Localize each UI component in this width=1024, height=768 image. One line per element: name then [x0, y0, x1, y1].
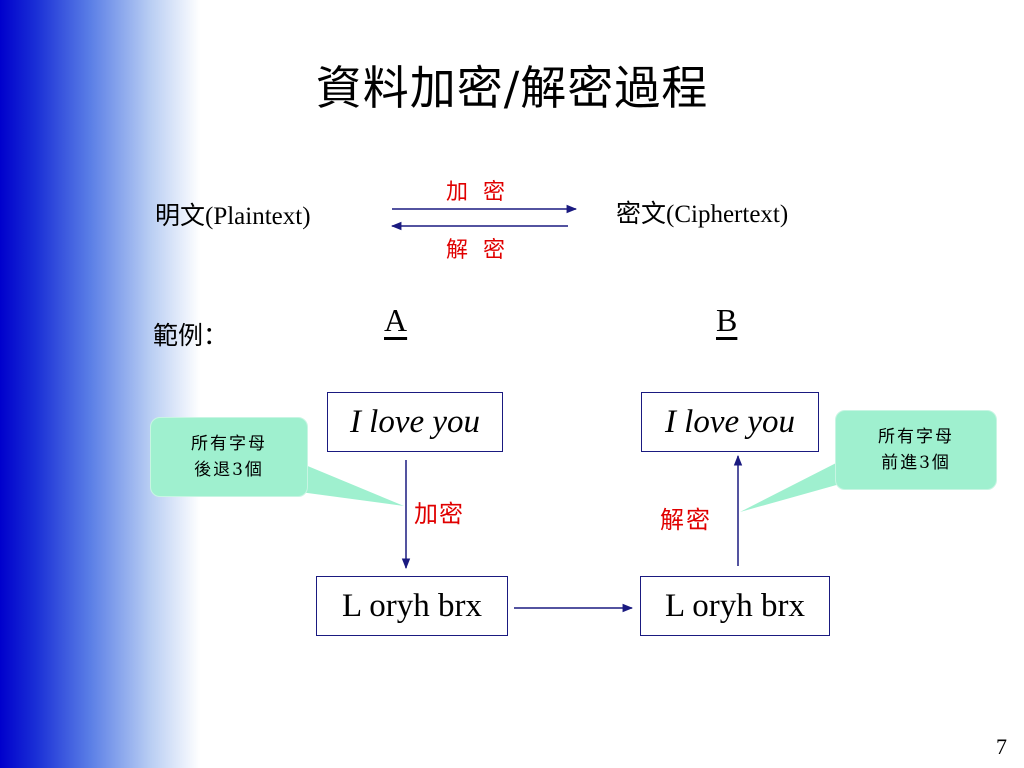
- a-action-label: 加密: [414, 500, 464, 528]
- slide-title: 資料加密/解密過程: [315, 61, 709, 115]
- b-callout: 所有字母 前進3個: [835, 410, 997, 490]
- b-action-label: 解密: [660, 506, 712, 534]
- decrypt-label: 解 密: [446, 238, 509, 263]
- a-plaintext-box: I love you: [327, 392, 503, 452]
- plaintext-label: 明文(Plaintext): [155, 203, 311, 230]
- page-number: 7: [996, 734, 1007, 759]
- example-label: 範例：: [153, 321, 229, 350]
- a-callout-tail: [298, 462, 404, 506]
- b-callout-line1: 所有字母: [878, 427, 954, 447]
- b-callout-tail: [740, 460, 842, 512]
- a-callout-line1: 所有字母: [191, 434, 267, 454]
- b-plaintext-box: I love you: [641, 392, 819, 452]
- b-callout-line2: 前進3個: [881, 453, 951, 473]
- ciphertext-label: 密文(Ciphertext): [616, 201, 789, 228]
- a-ciphertext-box: L oryh brx: [316, 576, 508, 636]
- gradient-sidebar: [0, 0, 200, 768]
- encrypt-label: 加 密: [446, 180, 509, 205]
- b-ciphertext-box: L oryh brx: [640, 576, 830, 636]
- column-b-heading: B: [716, 302, 738, 338]
- column-a-heading: A: [384, 302, 408, 338]
- a-callout: 所有字母 後退3個: [150, 417, 308, 497]
- a-callout-line2: 後退3個: [194, 460, 264, 480]
